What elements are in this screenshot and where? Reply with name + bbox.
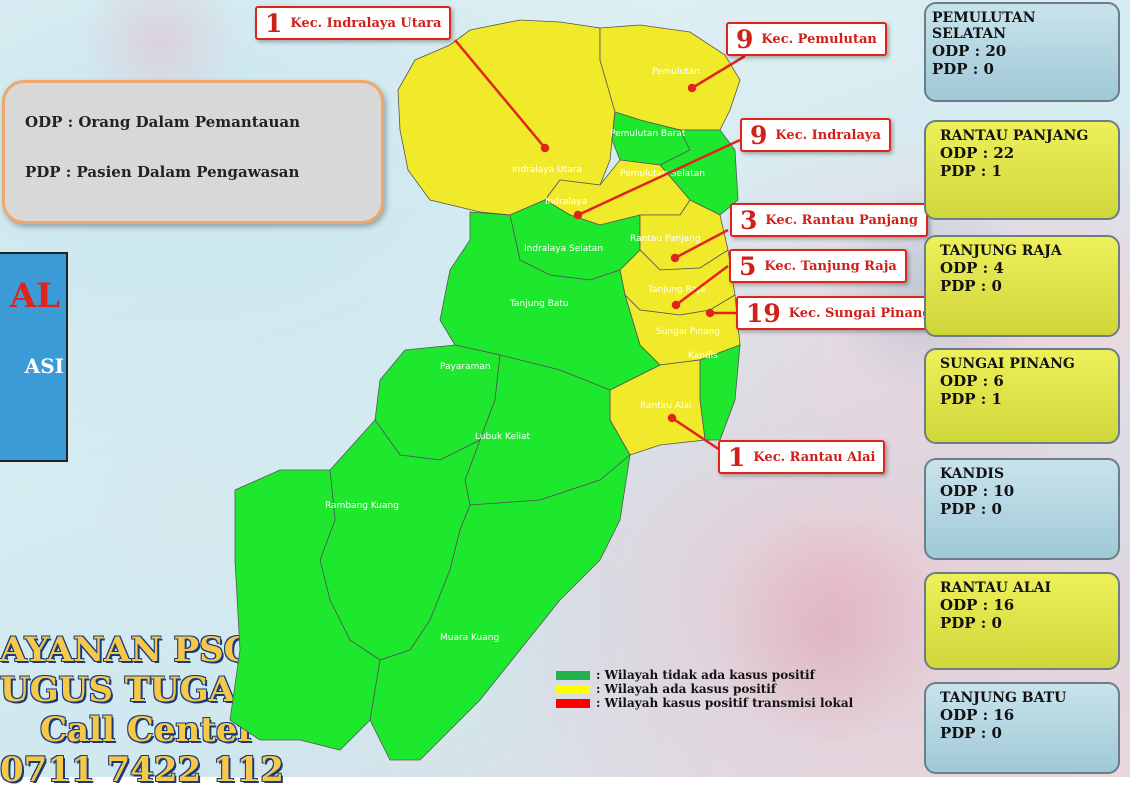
map-legend: : Wilayah tidak ada kasus positif : Wila…: [556, 668, 853, 710]
region-label: Kandis: [688, 351, 718, 361]
pdp-definition: PDP : Pasien Dalam Pengawasan: [25, 163, 300, 181]
stat-title: RANTAU ALAI: [940, 580, 1052, 596]
region-label: Pemulutan: [652, 67, 700, 77]
region-label: Pemulutan Selatan: [620, 169, 705, 179]
stat-pdp: PDP : 0: [932, 60, 994, 78]
region-label: Payaraman: [440, 362, 491, 372]
callout-label: Kec. Rantau Alai: [753, 449, 876, 465]
legend-swatch-green: [556, 670, 590, 680]
stat-card: SUNGAI PINANG ODP : 6 PDP : 1: [924, 348, 1120, 444]
legend-row: : Wilayah tidak ada kasus positif: [556, 668, 853, 682]
stat-odp: ODP : 16: [940, 706, 1015, 724]
psc-line1: AYANAN PSC: [0, 630, 251, 670]
callout-count: 1: [728, 442, 746, 472]
callout-indralaya-utara: 1 Kec. Indralaya Utara: [255, 6, 452, 40]
stat-pdp: PDP : 0: [940, 724, 1002, 742]
stat-odp: ODP : 10: [940, 482, 1015, 500]
legend-label: : Wilayah kasus positif transmisi lokal: [596, 696, 854, 710]
side-banner: AL ASI: [0, 252, 68, 462]
callout-label: Kec. Indralaya Utara: [290, 15, 442, 31]
region-label: Rantau Alai: [640, 401, 692, 411]
callout-count: 9: [750, 120, 768, 150]
stat-title: RANTAU PANJANG: [940, 128, 1089, 144]
stat-title: PEMULUTAN SELATAN: [932, 10, 1036, 42]
legend-swatch-yellow: [556, 684, 590, 694]
banner-line2: ASI: [24, 354, 64, 378]
region-muara-kuang: [369, 454, 631, 761]
stat-title: TANJUNG RAJA: [940, 243, 1062, 259]
stat-odp: ODP : 22: [940, 144, 1015, 162]
stat-card: RANTAU ALAI ODP : 16 PDP : 0: [924, 572, 1120, 670]
callout-label: Kec. Sungai Pinang: [788, 305, 932, 321]
region-label: Rantau Panjang: [630, 234, 701, 244]
callout-label: Kec. Rantau Panjang: [765, 212, 919, 228]
callout-count: 19: [746, 298, 781, 328]
stat-card: PEMULUTAN SELATAN ODP : 20 PDP : 0: [924, 2, 1120, 102]
stat-odp: ODP : 6: [940, 372, 1004, 390]
callout-label: Kec. Pemulutan: [761, 31, 877, 47]
callout-rantau-panjang: 3 Kec. Rantau Panjang: [730, 203, 929, 237]
stat-title: TANJUNG BATU: [940, 690, 1067, 706]
region-label: Muara Kuang: [440, 633, 499, 643]
stat-card: RANTAU PANJANG ODP : 22 PDP : 1: [924, 120, 1120, 220]
callout-rantau-alai: 1 Kec. Rantau Alai: [718, 440, 886, 474]
region-label: Tanjung Raja: [647, 285, 705, 295]
region-label: Rambang Kuang: [325, 501, 399, 511]
region-tanjung-batu: [439, 211, 661, 391]
stat-card: TANJUNG BATU ODP : 16 PDP : 0: [924, 682, 1120, 774]
legend-swatch-red: [556, 698, 590, 708]
stat-pdp: PDP : 0: [940, 500, 1002, 518]
callout-label: Kec. Indralaya: [775, 127, 881, 143]
psc-line3: Call Center: [40, 710, 256, 750]
region-label: Lubuk Keliat: [475, 432, 531, 442]
callout-count: 1: [265, 8, 283, 38]
region-label: Sungai Pinang: [656, 327, 720, 337]
stat-pdp: PDP : 0: [940, 277, 1002, 295]
stat-pdp: PDP : 1: [940, 390, 1002, 408]
stat-card: KANDIS ODP : 10 PDP : 0: [924, 458, 1120, 560]
odp-definition: ODP : Orang Dalam Pemantauan: [25, 113, 300, 131]
legend-row: : Wilayah kasus positif transmisi lokal: [556, 696, 853, 710]
callout-sungai-pinang: 19 Kec. Sungai Pinang: [736, 296, 942, 330]
callout-count: 5: [739, 251, 757, 281]
stat-odp: ODP : 4: [940, 259, 1004, 277]
region-label: Tanjung Batu: [509, 299, 569, 309]
callout-tanjung-raja: 5 Kec. Tanjung Raja: [729, 249, 907, 283]
stat-pdp: PDP : 0: [940, 614, 1002, 632]
callout-indralaya: 9 Kec. Indralaya: [740, 118, 891, 152]
legend-label: : Wilayah tidak ada kasus positif: [596, 668, 815, 682]
callout-label: Kec. Tanjung Raja: [764, 258, 897, 274]
legend-row: : Wilayah ada kasus positif: [556, 682, 853, 696]
stat-pdp: PDP : 1: [940, 162, 1002, 180]
banner-line1: AL: [9, 276, 60, 316]
callout-pemulutan: 9 Kec. Pemulutan: [726, 22, 887, 56]
region-label: Pemulutan Barat: [610, 129, 686, 139]
region-pemulutan: [599, 24, 741, 131]
callout-count: 3: [740, 205, 758, 235]
stat-card: TANJUNG RAJA ODP : 4 PDP : 0: [924, 235, 1120, 337]
stat-odp: ODP : 16: [940, 596, 1015, 614]
region-label: Indralaya Selatan: [524, 244, 603, 254]
definitions-box: ODP : Orang Dalam Pemantauan PDP : Pasie…: [2, 80, 384, 224]
stat-odp: ODP : 20: [932, 42, 1007, 60]
region-label: Indralaya: [545, 197, 587, 207]
region-southwest: [229, 469, 381, 751]
region-label: Indralaya Utara: [512, 165, 582, 175]
legend-label: : Wilayah ada kasus positif: [596, 682, 777, 696]
virus-decoration: [700, 520, 960, 740]
psc-line2: UGUS TUGAS: [0, 670, 260, 710]
stat-title: KANDIS: [940, 466, 1005, 482]
callout-count: 9: [736, 24, 754, 54]
stat-title: SUNGAI PINANG: [940, 356, 1075, 372]
